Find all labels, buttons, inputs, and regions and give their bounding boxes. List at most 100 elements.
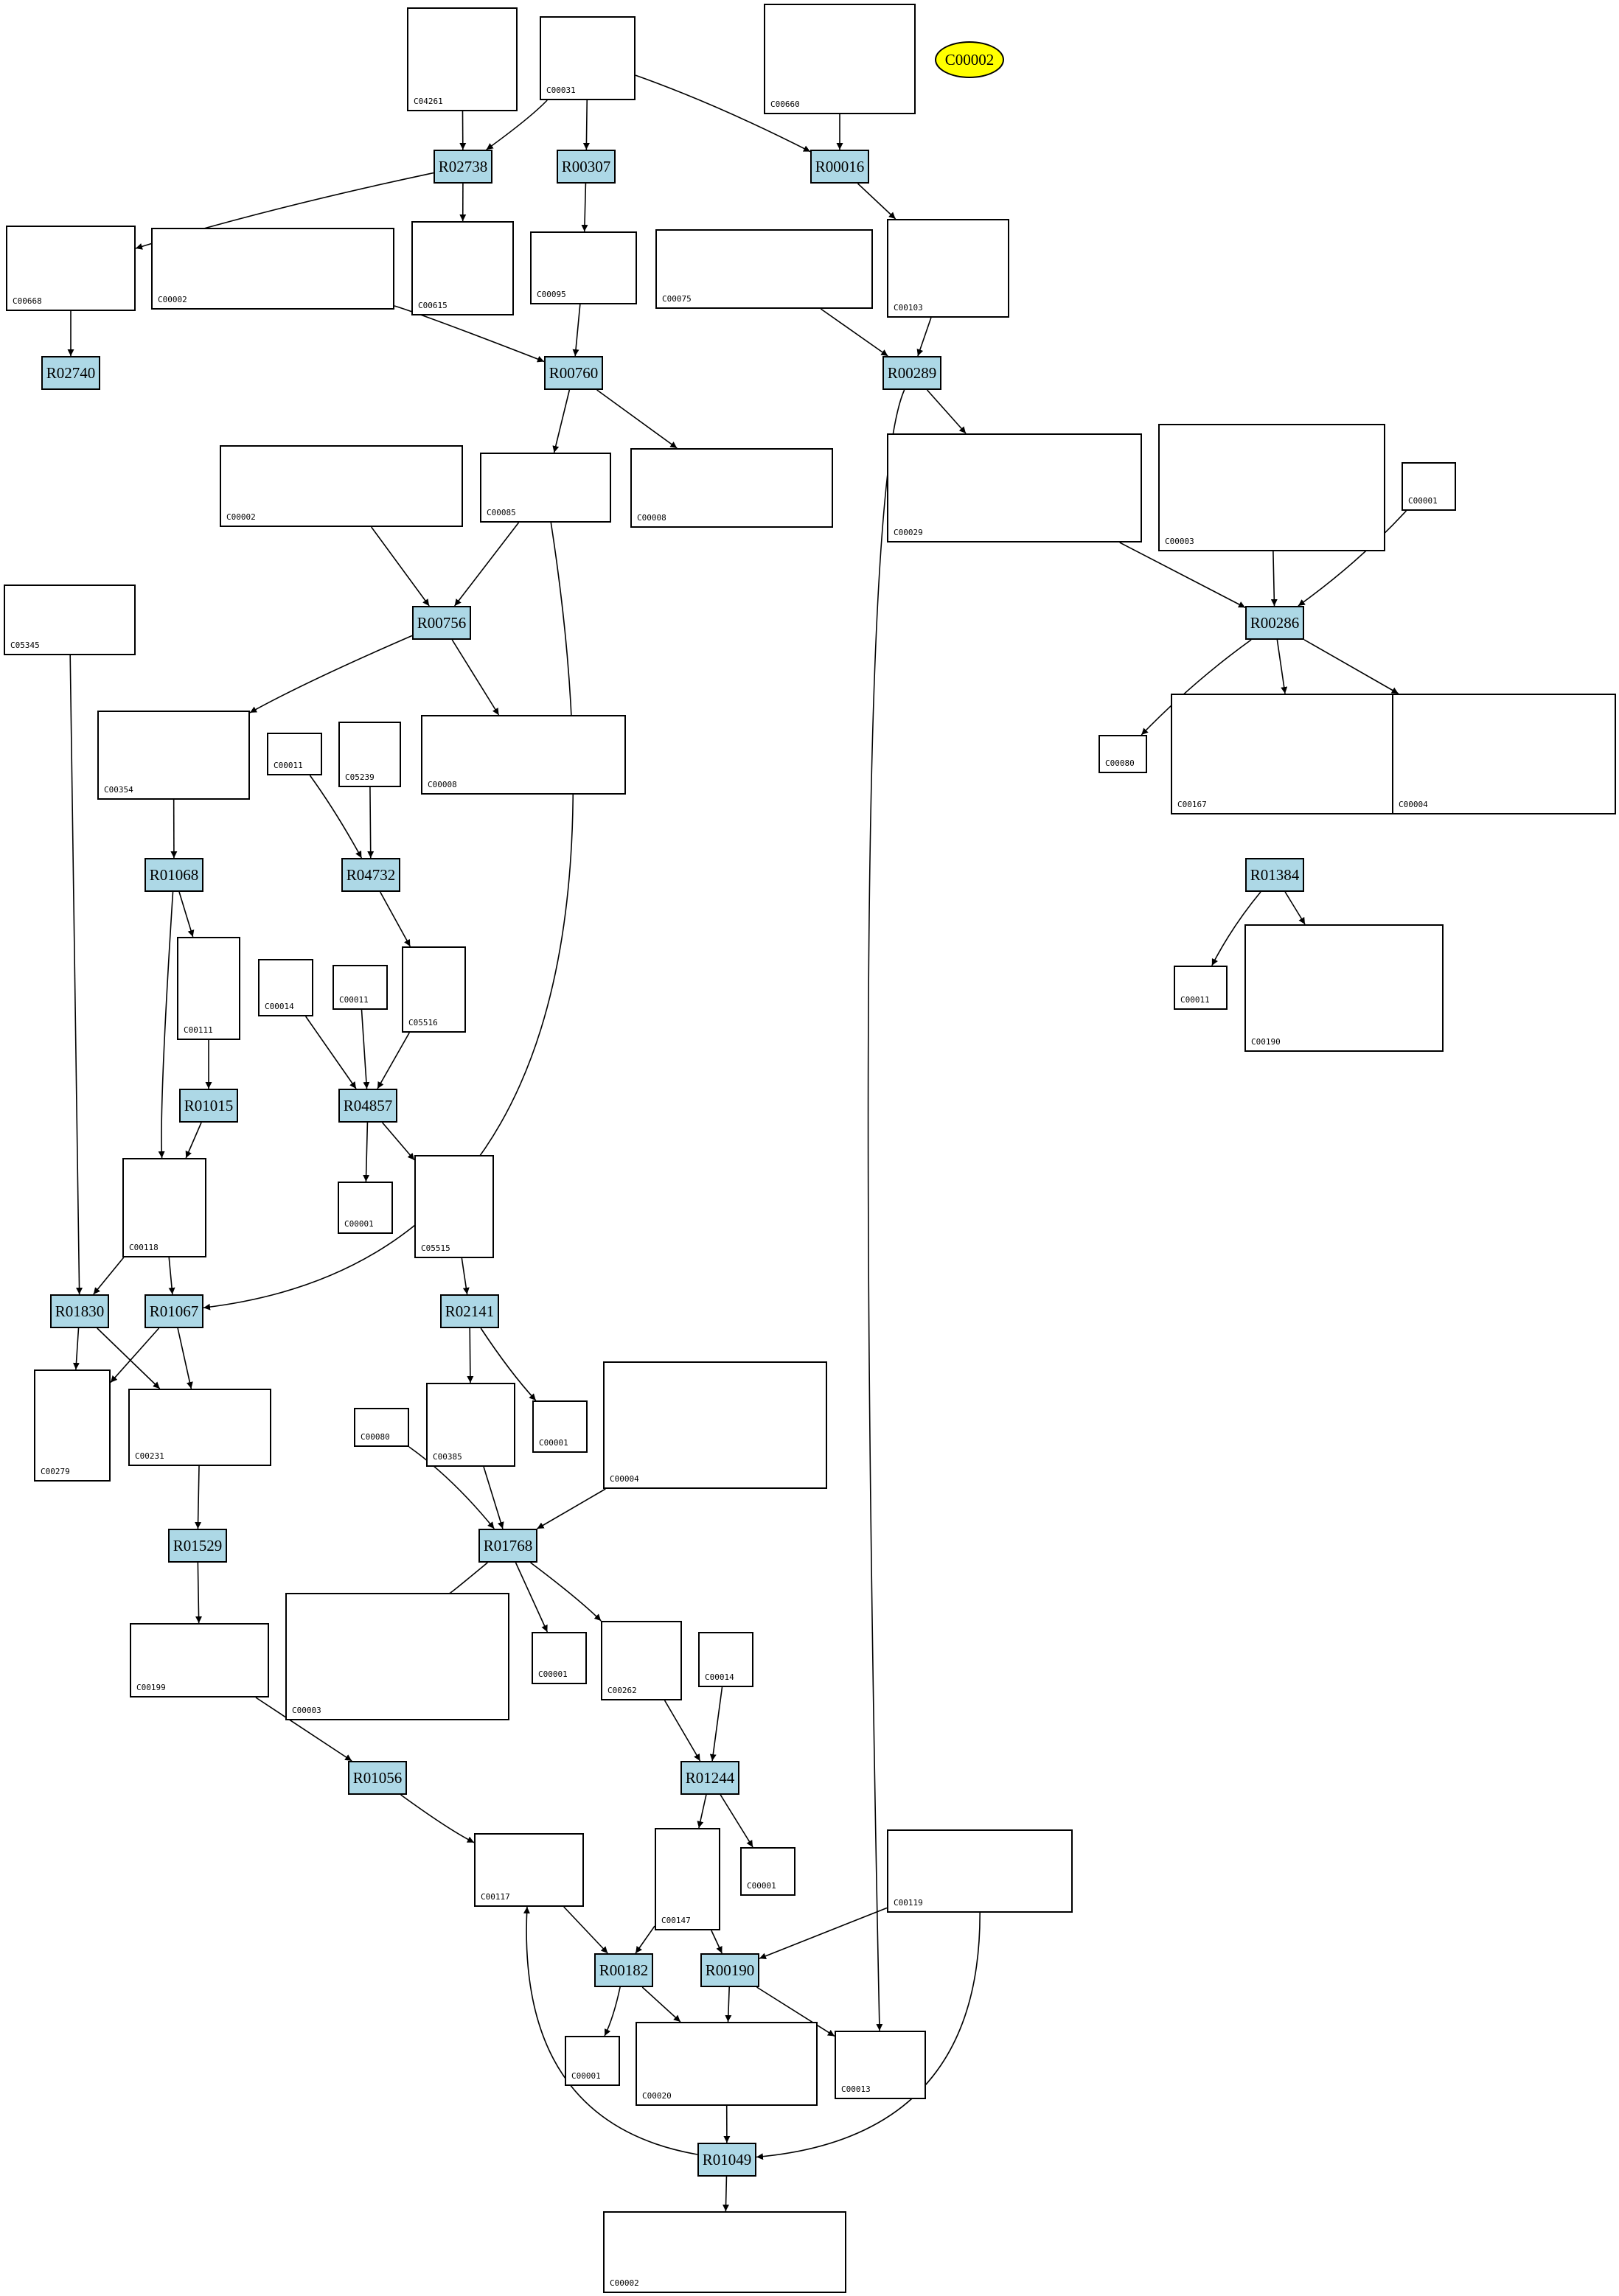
reaction-node[interactable]: R01830	[50, 1294, 109, 1328]
compound-id: C00001	[539, 1438, 568, 1448]
compound-node[interactable]: C00095	[530, 231, 637, 304]
edge-arrow	[725, 1986, 732, 2023]
edge-arrow	[443, 1562, 488, 1600]
compound-node[interactable]: C05239	[338, 722, 401, 787]
compound-node[interactable]: C00031	[540, 16, 636, 100]
compound-node[interactable]: C00008	[630, 448, 833, 528]
reaction-node[interactable]: R02740	[41, 356, 100, 390]
compound-node[interactable]: C00001	[532, 1400, 588, 1453]
compound-node[interactable]: C00279	[34, 1369, 111, 1482]
compound-node[interactable]: C00615	[411, 221, 514, 315]
compound-node[interactable]: C00085	[480, 453, 611, 523]
compound-id: C00085	[487, 508, 516, 517]
compound-node[interactable]: C00029	[887, 433, 1142, 542]
compound-node[interactable]: C05515	[414, 1155, 494, 1258]
highlighted-compound[interactable]: C00002	[935, 41, 1004, 78]
compound-node[interactable]: C00014	[698, 1632, 753, 1687]
reaction-node[interactable]: R00756	[412, 606, 471, 640]
compound-id: C00190	[1251, 1037, 1281, 1047]
compound-node[interactable]: C00262	[601, 1621, 682, 1700]
reaction-node[interactable]: R00190	[700, 1953, 759, 1987]
compound-node[interactable]: C00014	[258, 959, 313, 1016]
compound-id: C00020	[642, 2091, 672, 2101]
compound-id: C00075	[662, 294, 692, 304]
compound-node[interactable]: C00190	[1244, 924, 1444, 1052]
reaction-node[interactable]: R01768	[478, 1529, 537, 1563]
compound-node[interactable]: C00080	[1099, 735, 1147, 773]
compound-node[interactable]: C00011	[1174, 966, 1228, 1010]
compound-node[interactable]: C00004	[1392, 694, 1616, 814]
compound-node[interactable]: C00020	[636, 2022, 818, 2106]
compound-node[interactable]: C00231	[128, 1389, 271, 1466]
edge-arrow	[537, 1488, 606, 1529]
compound-id: C05239	[345, 772, 375, 782]
compound-id: C00111	[184, 1025, 213, 1035]
edge-arrow	[515, 1562, 549, 1633]
compound-node[interactable]: C00001	[1402, 462, 1456, 511]
compound-node[interactable]: C00167	[1171, 694, 1417, 814]
compound-node[interactable]: C00001	[532, 1632, 587, 1684]
compound-node[interactable]: C00011	[267, 733, 322, 775]
reaction-node[interactable]: R02141	[440, 1294, 499, 1328]
reaction-node[interactable]: R04857	[338, 1089, 397, 1123]
reaction-node[interactable]: R00286	[1245, 606, 1304, 640]
compound-id: C00011	[274, 761, 303, 770]
compound-node[interactable]: C00002	[151, 228, 394, 310]
compound-node[interactable]: C00004	[603, 1361, 827, 1489]
compound-node[interactable]: C05345	[4, 585, 136, 655]
compound-node[interactable]: C00002	[220, 445, 463, 527]
compound-node[interactable]: C00117	[474, 1833, 584, 1907]
compound-node[interactable]: C00001	[565, 2036, 620, 2086]
reaction-node[interactable]: R00760	[544, 356, 603, 390]
reaction-node[interactable]: R02738	[434, 150, 492, 184]
reaction-node[interactable]: R01049	[697, 2143, 756, 2177]
compound-node[interactable]: C00668	[6, 226, 136, 311]
reaction-node[interactable]: R00289	[882, 356, 941, 390]
reaction-node[interactable]: R01056	[348, 1761, 407, 1795]
compound-node[interactable]: C00002	[603, 2211, 846, 2293]
compound-node[interactable]: C00147	[655, 1828, 720, 1930]
compound-node[interactable]: C00119	[887, 1829, 1073, 1913]
compound-node[interactable]: C00080	[354, 1408, 409, 1447]
compound-node[interactable]: C00103	[887, 219, 1009, 318]
compound-node[interactable]: C00003	[285, 1593, 509, 1720]
reaction-node[interactable]: R01384	[1245, 858, 1304, 892]
reaction-node[interactable]: R01529	[168, 1529, 227, 1563]
compound-node[interactable]: C00001	[338, 1182, 393, 1234]
compound-node[interactable]: C00003	[1158, 424, 1385, 551]
compound-node[interactable]: C00013	[835, 2031, 926, 2099]
reaction-node[interactable]: R04732	[341, 858, 400, 892]
edge-arrow	[69, 655, 83, 1295]
compound-id: C00011	[339, 995, 369, 1005]
compound-id: C00001	[1408, 496, 1438, 506]
compound-node[interactable]: C05516	[402, 946, 466, 1033]
compound-id: C00002	[158, 295, 187, 304]
edge-arrow	[756, 1986, 835, 2037]
edge-arrow	[168, 1257, 175, 1295]
compound-node[interactable]: C00111	[177, 937, 240, 1040]
reaction-node[interactable]: R01067	[145, 1294, 203, 1328]
compound-node[interactable]: C00660	[764, 4, 916, 114]
compound-id: C00095	[537, 290, 566, 299]
edge-arrow	[523, 1906, 698, 2155]
compound-node[interactable]: C00118	[122, 1158, 206, 1257]
reaction-node[interactable]: R00307	[557, 150, 616, 184]
compound-id: C00014	[265, 1002, 294, 1011]
edge-arrow	[857, 183, 896, 220]
compound-node[interactable]: C04261	[407, 7, 518, 111]
compound-node[interactable]: C00199	[130, 1623, 269, 1697]
edge-arrow	[195, 1465, 202, 1529]
compound-node[interactable]: C00011	[332, 965, 388, 1010]
reaction-node[interactable]: R01068	[145, 858, 203, 892]
reaction-node[interactable]: R00182	[594, 1953, 653, 1987]
compound-node[interactable]: C00385	[426, 1383, 515, 1467]
reaction-node[interactable]: R01244	[680, 1761, 739, 1795]
compound-node[interactable]: C00354	[97, 711, 250, 800]
compound-node[interactable]: C00008	[421, 715, 626, 795]
edge-arrow	[158, 891, 174, 1159]
compound-node[interactable]: C00001	[740, 1847, 795, 1896]
compound-node[interactable]: C00075	[655, 229, 873, 309]
reaction-node[interactable]: R01015	[179, 1089, 238, 1123]
edge-arrow	[916, 317, 932, 357]
reaction-node[interactable]: R00016	[810, 150, 869, 184]
